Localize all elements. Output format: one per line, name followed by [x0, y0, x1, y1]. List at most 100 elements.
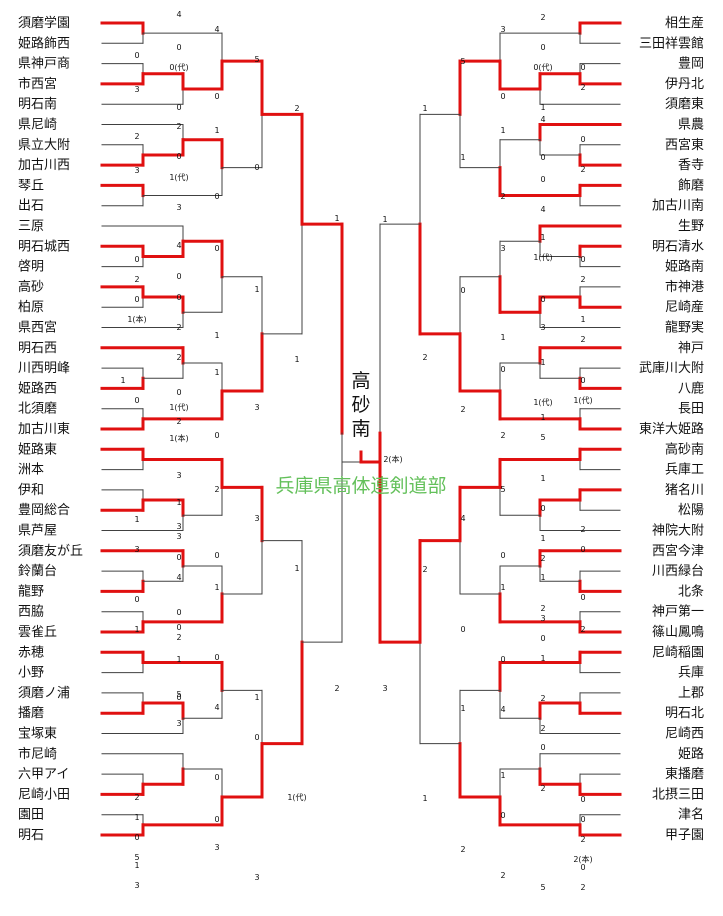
score-label: 3 [500, 25, 505, 34]
score-label: 5 [500, 485, 505, 494]
score-label: 2 [176, 417, 181, 426]
team-name-left: 赤穂 [18, 645, 44, 660]
score-label: 1(本) [169, 433, 188, 443]
score-label: 0 [214, 192, 219, 201]
score-label: 1 [540, 474, 545, 483]
score-label: 0 [540, 153, 545, 162]
score-label: 4 [540, 205, 545, 214]
score-label: 5 [540, 883, 545, 892]
team-name-right: 東洋大姫路 [639, 421, 704, 437]
team-name-right: 甲子園 [665, 828, 704, 843]
team-name-left: 須磨学園 [18, 15, 70, 31]
score-label: 0 [134, 595, 139, 604]
score-label: 1 [294, 564, 299, 573]
score-label: 2 [500, 431, 505, 440]
score-label: 5 [460, 57, 465, 66]
score-label: 1(代) [287, 792, 306, 802]
score-label: 0 [580, 815, 585, 824]
score-label: 0 [500, 811, 505, 820]
score-label: 3 [254, 514, 259, 523]
team-name-left: 明石 [18, 828, 44, 843]
team-name-left: 琴丘 [18, 178, 44, 193]
score-label: 0 [540, 504, 545, 513]
score-label: 2 [176, 633, 181, 642]
score-label: 0 [214, 653, 219, 662]
score-label: 1 [134, 861, 139, 870]
score-label: 1 [540, 534, 545, 543]
team-name-left: 市尼崎 [18, 746, 57, 762]
score-label: 1(代) [573, 395, 592, 405]
score-label: 0 [580, 545, 585, 554]
team-name-left: 伊和 [18, 483, 44, 498]
score-label: 2 [580, 275, 585, 284]
score-label: 2 [176, 353, 181, 362]
team-name-left: 三原 [18, 219, 44, 234]
score-label: 0 [540, 175, 545, 184]
score-label: 0 [214, 815, 219, 824]
team-name-left: 西脇 [18, 605, 44, 620]
team-name-left: 県尼崎 [18, 118, 57, 133]
score-label: 0 [176, 272, 181, 281]
score-label: 0 [134, 51, 139, 60]
score-label: 1 [460, 704, 465, 713]
score-label: 2 [580, 883, 585, 892]
score-label: 0 [500, 655, 505, 664]
team-name-left: 明石西 [18, 341, 57, 356]
team-name-left: 須磨ノ浦 [18, 686, 70, 701]
team-name-right: 市神港 [665, 279, 704, 295]
score-label: 4 [176, 573, 181, 582]
score-label: 1 [540, 413, 545, 422]
team-name-right: 香寺 [678, 158, 704, 173]
score-label: 1(代) [533, 252, 552, 262]
team-name-right: 兵庫工 [665, 463, 704, 478]
score-label: 0 [540, 295, 545, 304]
score-label: 1(本) [127, 314, 146, 324]
team-name-right: 兵庫 [678, 666, 704, 681]
team-name-right: 松陽 [678, 503, 704, 518]
score-label: 1 [460, 153, 465, 162]
score-label: 1 [134, 813, 139, 822]
score-label: 0 [176, 103, 181, 112]
score-label: 0 [176, 152, 181, 161]
team-name-left: 宝塚東 [18, 726, 57, 742]
score-label: 5 [540, 433, 545, 442]
team-name-right: 長田 [678, 402, 704, 417]
champion-char: 砂 [351, 394, 370, 416]
team-name-right: 明石清水 [652, 239, 704, 254]
score-label: 0 [134, 255, 139, 264]
score-label: 0 [214, 773, 219, 782]
score-label: 2 [500, 192, 505, 201]
team-name-left: 川西明峰 [18, 361, 70, 376]
score-label: 0(代) [533, 62, 552, 72]
team-name-left: 播磨 [18, 706, 44, 721]
team-name-left: 県芦屋 [18, 524, 57, 539]
team-name-left: 市西宮 [18, 76, 57, 92]
score-label: 2 [540, 724, 545, 733]
team-name-right: 猪名川 [665, 482, 704, 498]
score-label: 1 [134, 515, 139, 524]
score-label: 1 [422, 104, 427, 113]
team-name-left: 加古川東 [18, 421, 70, 437]
score-label: 2 [580, 525, 585, 534]
score-label: 1 [254, 285, 259, 294]
team-name-left: 加古川西 [18, 158, 70, 173]
champion-name: 高砂南 [351, 370, 370, 440]
score-label: 3 [540, 323, 545, 332]
score-label: 0 [134, 295, 139, 304]
score-label: 0 [580, 795, 585, 804]
score-label: 3 [500, 244, 505, 253]
score-label: 1 [500, 126, 505, 135]
score-label: 1 [214, 583, 219, 592]
score-label: 1 [294, 355, 299, 364]
score-label: 3 [540, 614, 545, 623]
team-name-left: 高砂 [18, 279, 44, 295]
team-name-right: 高砂南 [665, 441, 704, 457]
score-label: 4 [540, 115, 545, 124]
score-label: 3 [176, 532, 181, 541]
score-label: 1 [214, 126, 219, 135]
score-label: 2 [422, 353, 427, 362]
score-label: 2 [134, 275, 139, 284]
team-name-left: 龍野 [18, 583, 44, 599]
score-label: 2 [334, 684, 339, 693]
team-name-left: 県神戸商 [18, 57, 70, 72]
